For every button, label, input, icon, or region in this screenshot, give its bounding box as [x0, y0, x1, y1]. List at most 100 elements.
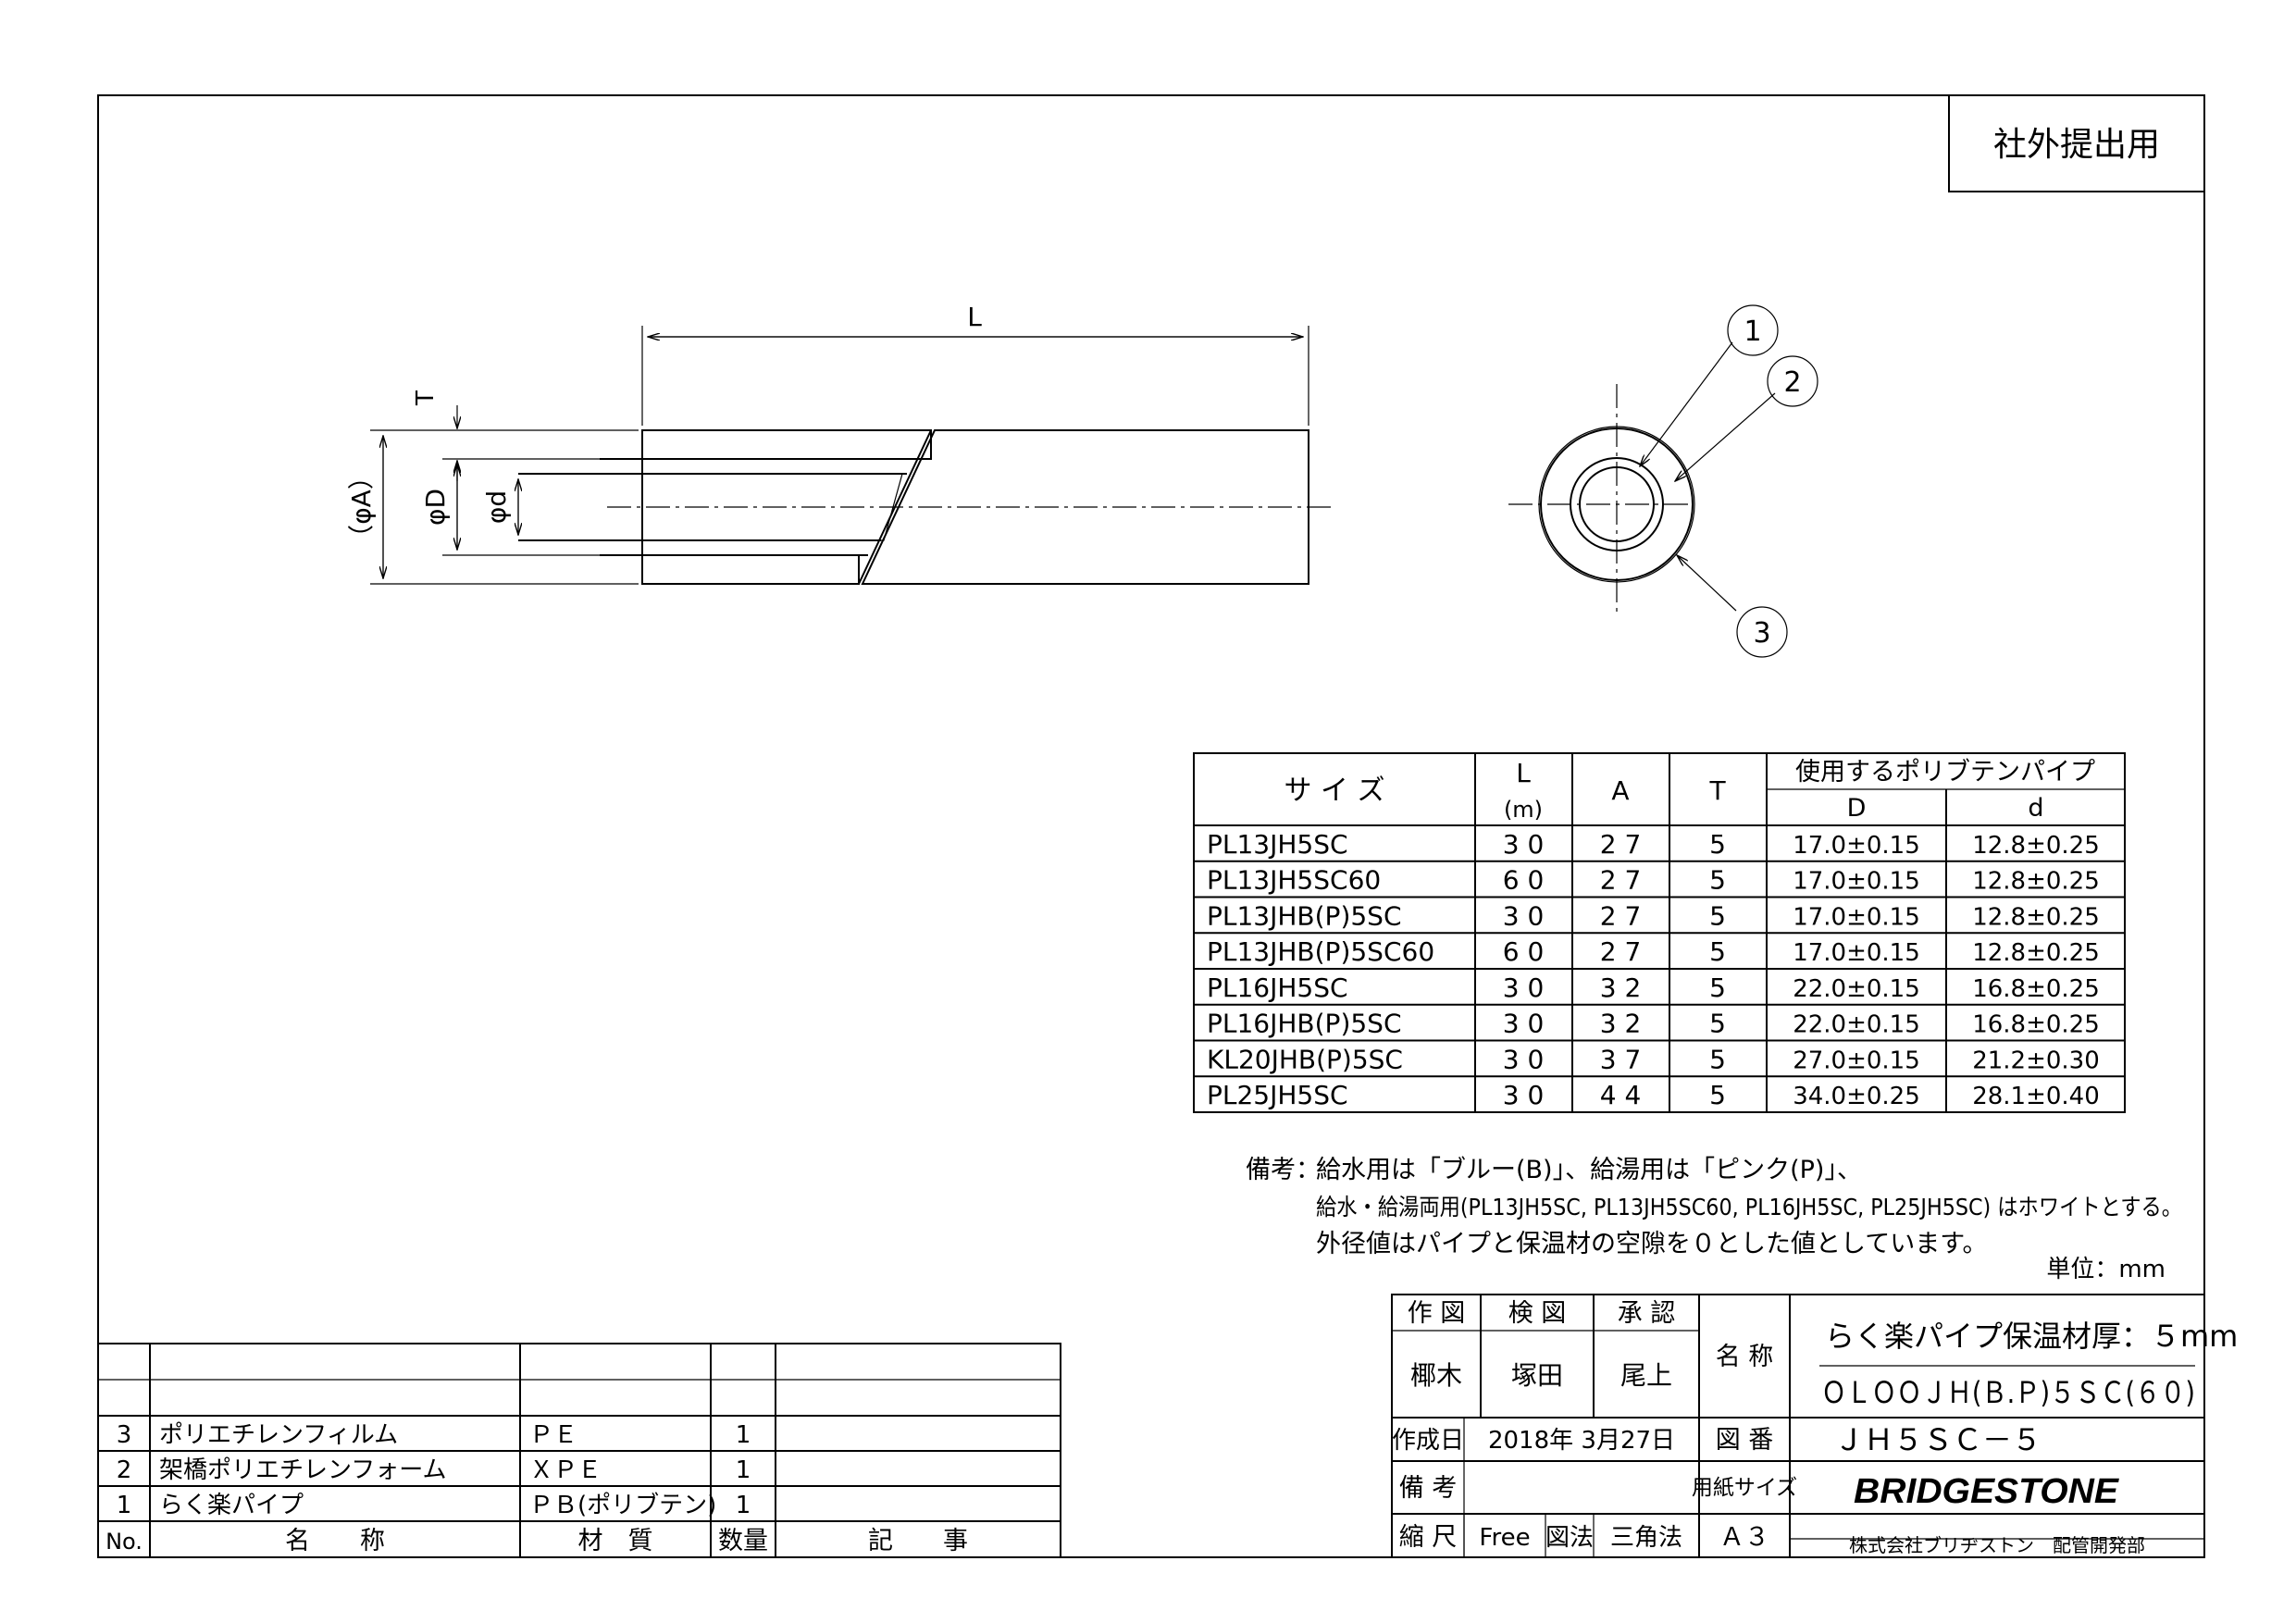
parts-hdr-name: 名 称: [285, 1527, 385, 1555]
spec-cell-A: 3 2: [1600, 1009, 1642, 1039]
dim-D-label: φD: [420, 489, 451, 526]
parts-cell-name: らく楽パイプ: [159, 1492, 304, 1519]
dim-d-label: φd: [481, 490, 512, 524]
tb-projection: 三角法: [1610, 1524, 1682, 1552]
spec-cell-D: 17.0±0.15: [1793, 868, 1920, 896]
spec-cell-T: 5: [1709, 865, 1726, 896]
parts-cell-material: ＰＥ: [529, 1421, 577, 1449]
spec-cell-L: 6 0: [1503, 865, 1545, 896]
spec-cell-D: 22.0±0.15: [1793, 975, 1920, 1003]
balloon-3: 3: [1753, 617, 1770, 650]
parts-cell-qty: 1: [736, 1421, 751, 1449]
tb-scale-label: 縮 尺: [1399, 1523, 1458, 1552]
dim-T-label: T: [412, 390, 440, 406]
tb-number-label: 図 番: [1716, 1426, 1774, 1455]
parts-list: 3 ポリエチレンフィルム ＰＥ 1 2 架橋ポリエチレンフォーム ＸＰＥ 1 1 らく楽パイプ ＰＢ…: [97, 1343, 1061, 1558]
hdr-T: T: [1708, 775, 1726, 806]
spec-cell-size: KL20JHB(P)5SC: [1207, 1044, 1403, 1074]
notes-label: 備考：: [1246, 1156, 1321, 1184]
spec-cell-T: 5: [1709, 900, 1726, 931]
notes: 備考： 給水用は「ブルー(B)」、給湯用は「ピンク(P)」、 給水・給湯両用(P…: [1246, 1156, 2182, 1283]
spec-cell-L: 3 0: [1503, 973, 1545, 1003]
hdr-size: サ イ ズ: [1284, 774, 1384, 807]
parts-cell-qty: 1: [736, 1492, 751, 1519]
parts-cell-material: ＸＰＥ: [529, 1456, 602, 1484]
spec-cell-d: 16.8±0.25: [1972, 1011, 2100, 1039]
spec-cell-T: 5: [1709, 1080, 1726, 1110]
tb-checked-label: 検 図: [1508, 1299, 1567, 1328]
spec-cell-d: 21.2±0.30: [1972, 1047, 2100, 1074]
tb-title1: らく楽パイプ保温材厚：５mm: [1825, 1319, 2238, 1354]
notes-line3: 外径値はパイプと保温材の空隙を０とした値としています。: [1316, 1230, 1988, 1258]
spec-cell-A: 3 7: [1600, 1044, 1642, 1074]
parts-hdr-material: 材 質: [578, 1527, 653, 1555]
spec-cell-D: 17.0±0.15: [1793, 903, 1920, 931]
spec-cell-size: PL13JH5SC60: [1207, 865, 1381, 896]
pipe-side-view: L （φA） φD φd T: [346, 302, 1333, 585]
hdr-D: D: [1847, 794, 1867, 823]
parts-hdr-no: No.: [105, 1529, 143, 1555]
parts-hdr-qty: 数量: [718, 1527, 768, 1555]
spec-cell-d: 12.8±0.25: [1972, 939, 2100, 967]
tb-projection-label: 図法: [1545, 1524, 1594, 1552]
tb-name-label: 名 称: [1716, 1343, 1774, 1371]
tb-drawn-label: 作 図: [1408, 1299, 1466, 1328]
tb-remarks-label: 備 考: [1399, 1474, 1458, 1503]
tb-approved-by: 尾上: [1620, 1360, 1672, 1391]
spec-cell-D: 22.0±0.15: [1793, 1011, 1920, 1039]
dim-A-label: （φA）: [346, 464, 377, 551]
spec-cell-size: PL25JH5SC: [1207, 1080, 1348, 1110]
tb-approved-label: 承 認: [1618, 1299, 1676, 1328]
tb-date-label: 作成日: [1392, 1427, 1464, 1455]
bridgestone-logo: BRIDGESTONE: [1854, 1472, 2120, 1511]
tb-drawn-by: 椰木: [1410, 1360, 1462, 1391]
notes-line1: 給水用は「ブルー(B)」、給湯用は「ピンク(P)」、: [1316, 1156, 1862, 1184]
spec-cell-A: 2 7: [1600, 900, 1642, 931]
tb-scale: Free: [1479, 1524, 1530, 1552]
spec-cell-L: 3 0: [1503, 1044, 1545, 1074]
spec-cell-A: 2 7: [1600, 865, 1642, 896]
spec-cell-L: 3 0: [1503, 1009, 1545, 1039]
parts-cell-no: 2: [117, 1456, 132, 1484]
spec-cell-A: 4 4: [1600, 1080, 1642, 1110]
external-stamp: 社外提出用: [1948, 94, 2205, 192]
spec-cell-A: 2 7: [1600, 829, 1642, 860]
spec-cell-A: 3 2: [1600, 973, 1642, 1003]
spec-cell-d: 16.8±0.25: [1972, 975, 2100, 1003]
parts-cell-qty: 1: [736, 1456, 751, 1484]
notes-line2: 給水・給湯両用(PL13JH5SC, PL13JH5SC60, PL16JH5S…: [1316, 1194, 2182, 1220]
spec-cell-D: 27.0±0.15: [1793, 1047, 1920, 1074]
unit-label: 単位：mm: [2046, 1256, 2166, 1283]
spec-cell-T: 5: [1709, 829, 1726, 860]
parts-cell-name: 架橋ポリエチレンフォーム: [159, 1456, 446, 1484]
balloon-1: 1: [1744, 316, 1761, 348]
parts-cell-no: 1: [117, 1492, 132, 1519]
parts-cell-material: ＰＢ(ポリブテン): [529, 1492, 716, 1519]
tb-paper-label: 用紙サイズ: [1692, 1476, 1797, 1500]
title-block: 作 図 検 図 承 認 椰木 塚田 尾上 名 称 らく楽パイプ保温材厚：５mm …: [1391, 1294, 2238, 1558]
balloon-2: 2: [1783, 366, 1801, 399]
spec-cell-size: PL16JHB(P)5SC: [1207, 1009, 1402, 1039]
spec-cell-size: PL13JH5SC: [1207, 829, 1348, 860]
tb-checked-by: 塚田: [1511, 1360, 1563, 1391]
tb-date: 2018年 3月27日: [1488, 1427, 1675, 1455]
pipe-cross-section: 1 2 3: [1508, 304, 1818, 658]
tb-title2: ＯＬＯＯＪＨ(Ｂ.Ｐ)５ＳＣ(６０): [1821, 1375, 2195, 1410]
hdr-A: A: [1611, 775, 1629, 806]
spec-cell-size: PL13JHB(P)5SC60: [1207, 936, 1434, 967]
spec-cell-L: 3 0: [1503, 900, 1545, 931]
spec-table: サ イ ズ L (m) A T 使用するポリブテンパイプ D d PL13JH5…: [1193, 752, 2126, 1113]
spec-cell-T: 5: [1709, 1009, 1726, 1039]
spec-cell-size: PL13JHB(P)5SC: [1207, 900, 1402, 931]
parts-cell-no: 3: [117, 1421, 132, 1449]
spec-cell-d: 12.8±0.25: [1972, 903, 2100, 931]
spec-cell-L: 3 0: [1503, 1080, 1545, 1110]
spec-cell-D: 17.0±0.15: [1793, 832, 1920, 860]
hdr-pipe: 使用するポリブテンパイプ: [1795, 758, 2095, 787]
parts-hdr-remarks: 記 事: [868, 1527, 968, 1555]
spec-cell-T: 5: [1709, 1044, 1726, 1074]
parts-cell-name: ポリエチレンフィルム: [159, 1421, 398, 1449]
spec-cell-T: 5: [1709, 936, 1726, 967]
spec-cell-d: 12.8±0.25: [1972, 832, 2100, 860]
hdr-L-unit: (m): [1504, 797, 1543, 823]
